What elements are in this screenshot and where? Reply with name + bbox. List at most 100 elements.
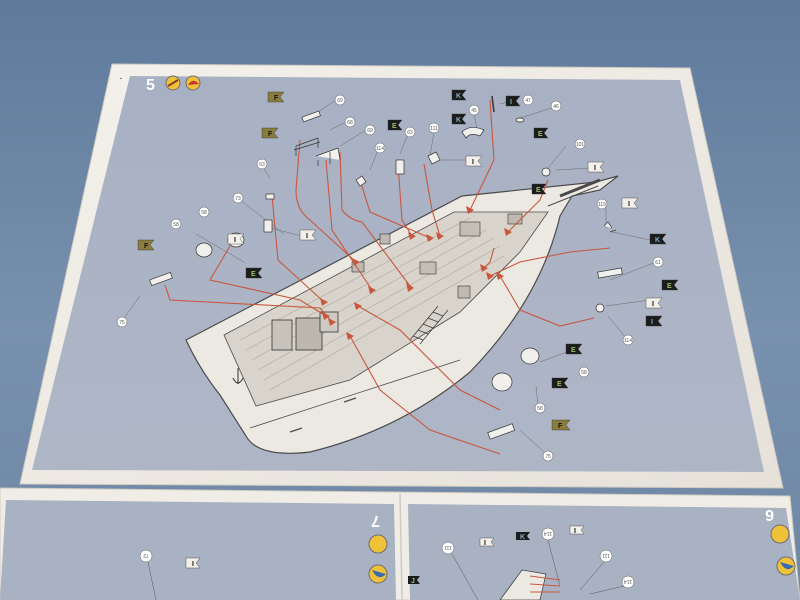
flag-I5: I <box>645 297 663 309</box>
part-115 <box>603 221 617 233</box>
svg-text:58: 58 <box>173 222 179 228</box>
callout-75b: 75 <box>542 450 554 462</box>
callout-114b: 114 <box>622 334 634 346</box>
flag-I: I <box>465 155 483 167</box>
callout-58b: 58 <box>170 218 182 230</box>
step-number: 5 <box>146 77 155 94</box>
scupper <box>343 397 357 403</box>
svg-text:61: 61 <box>655 260 661 266</box>
flag-I3: I <box>299 229 317 241</box>
callout-111: 111 <box>428 122 440 134</box>
capstan <box>379 233 391 245</box>
part-58-drum <box>195 242 213 258</box>
step-number-right: 6 <box>765 506 774 523</box>
flag-F: F <box>267 91 285 103</box>
svg-text:K: K <box>456 93 461 100</box>
part-58-drum-4 <box>491 372 513 392</box>
scupper-2 <box>289 427 303 433</box>
svg-text:73: 73 <box>235 196 241 202</box>
svg-text:58: 58 <box>537 406 543 412</box>
stern-cabin <box>271 319 293 351</box>
callout-63: 63 <box>256 158 268 170</box>
flags-right: J I K I <box>408 525 585 585</box>
top-sheet: ▪ 5 <box>19 63 784 489</box>
svg-text:75: 75 <box>545 454 551 460</box>
svg-text:45: 45 <box>471 108 477 114</box>
svg-text:63: 63 <box>407 130 413 136</box>
svg-text:I: I <box>628 201 630 208</box>
part-45-hook <box>461 127 485 139</box>
svg-text:I: I <box>574 528 576 535</box>
deck-ladder <box>409 305 449 345</box>
callout-61: 61 <box>652 256 664 268</box>
windlass <box>507 213 523 225</box>
svg-text:I: I <box>306 233 308 240</box>
callout-69: 69 <box>334 94 346 106</box>
svg-text:72: 72 <box>143 552 149 558</box>
svg-text:F: F <box>144 243 149 250</box>
part-bitt <box>293 137 321 156</box>
forward-hatch <box>459 221 481 237</box>
svg-text:58: 58 <box>201 210 207 216</box>
flag-E5: E <box>565 343 583 355</box>
svg-text:111: 111 <box>602 552 610 558</box>
svg-text:I: I <box>594 165 596 172</box>
paint-swatch-icon <box>188 80 199 85</box>
part-47-pin <box>491 95 495 113</box>
svg-text:I: I <box>234 237 236 244</box>
part-46-ring <box>515 117 525 123</box>
flag-I7: I <box>645 315 663 327</box>
flag-E6: E <box>551 377 569 389</box>
callout-47: 47 <box>522 94 534 106</box>
flag-F2: F <box>261 127 279 139</box>
fife-rail <box>457 285 471 299</box>
part-61-strip <box>597 267 623 279</box>
part-75-strip-2 <box>487 423 516 440</box>
svg-text:69: 69 <box>367 128 373 134</box>
svg-text:F: F <box>268 131 273 138</box>
waterline <box>249 359 461 429</box>
svg-text:E: E <box>667 283 672 290</box>
part-111-cleat <box>427 151 441 165</box>
bottom-right-content: 6 111 114 111 114 J <box>408 506 796 600</box>
hatch <box>419 261 437 275</box>
svg-text:K: K <box>456 117 461 124</box>
brush-icon <box>167 79 179 87</box>
flag-E2: E <box>533 127 549 139</box>
flag-left <box>185 557 201 569</box>
callout-63b: 63 <box>404 126 416 138</box>
svg-text:46: 46 <box>553 104 559 110</box>
svg-text:115: 115 <box>598 202 606 208</box>
callout-69b: 69 <box>364 124 376 136</box>
svg-text:F: F <box>558 423 563 430</box>
svg-text:75: 75 <box>119 320 125 326</box>
callout-58d: 58 <box>534 402 546 414</box>
callout-45: 45 <box>468 104 480 116</box>
svg-text:E: E <box>538 131 543 138</box>
svg-text:114: 114 <box>624 578 632 584</box>
part-101-knob <box>541 167 551 177</box>
part-58-drum-3 <box>520 347 540 365</box>
part-73-post <box>263 219 273 233</box>
callout-114: 114 <box>374 142 386 154</box>
flag-I2: I <box>587 161 605 173</box>
deckhouse <box>295 317 323 351</box>
svg-text:I: I <box>484 540 486 547</box>
svg-text:69: 69 <box>337 98 343 104</box>
callout-58c: 58 <box>578 366 590 378</box>
paint-swatch-icon-left <box>372 570 386 578</box>
leader-lines <box>123 99 657 453</box>
leader-left <box>147 561 157 600</box>
svg-text:111: 111 <box>430 126 438 132</box>
svg-text:J: J <box>411 578 415 585</box>
svg-text:I: I <box>652 301 654 308</box>
guide-lines-right <box>529 575 561 593</box>
paint-pot-icon-right <box>770 524 790 544</box>
callout-101: 101 <box>574 138 586 150</box>
flag-E3: E <box>245 267 263 279</box>
svg-text:I: I <box>651 319 653 326</box>
flag-E7: E <box>531 183 547 195</box>
assembly-guide-lines <box>164 99 611 455</box>
